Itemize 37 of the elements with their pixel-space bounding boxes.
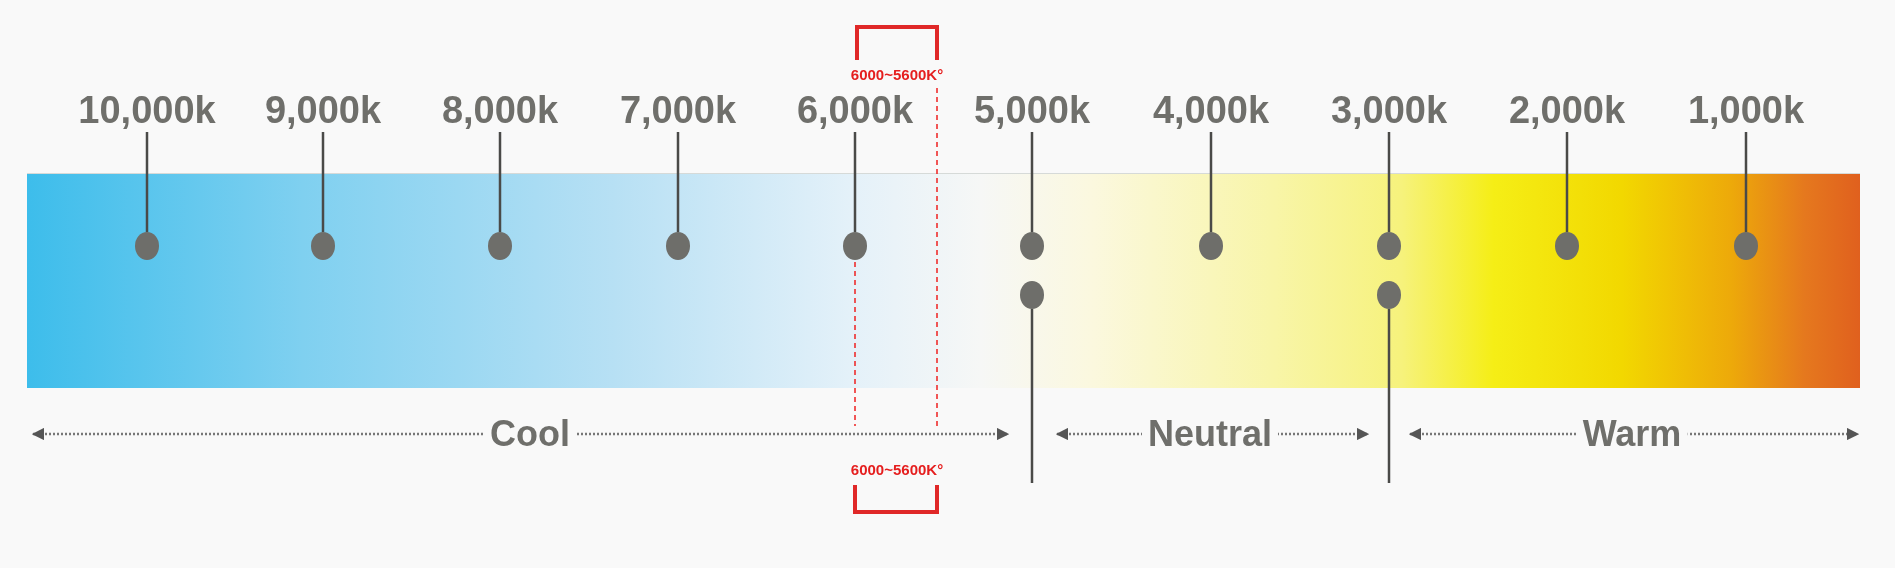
leader-line [1387, 309, 1391, 483]
leader-line [676, 132, 680, 232]
leader-line [1030, 132, 1034, 232]
dot-marker [1377, 232, 1401, 260]
leader-line [145, 132, 149, 232]
dot-marker [1377, 281, 1401, 309]
dot-marker [1020, 281, 1044, 309]
temperature-label: 2,000k [1508, 90, 1626, 130]
dot-marker [1199, 232, 1223, 260]
dot-marker [311, 232, 335, 260]
dot-marker [1020, 232, 1044, 260]
leader-line [1744, 132, 1748, 232]
temperature-label: 1,000k [1687, 90, 1805, 130]
temperature-label: 10,000k [78, 90, 216, 130]
leader-line [1387, 132, 1391, 232]
temperature-label: 4,000k [1152, 90, 1270, 130]
leader-line [498, 132, 502, 232]
leader-line [1565, 132, 1569, 232]
dot-marker [1555, 232, 1579, 260]
leader-line [1030, 309, 1034, 483]
temperature-label: 9,000k [264, 90, 382, 130]
temperature-label: 8,000k [441, 90, 559, 130]
dot-marker [488, 232, 512, 260]
dot-marker [135, 232, 159, 260]
range-label: 6000~5600K° [850, 66, 944, 84]
temperature-label: 5,000k [973, 90, 1091, 130]
dot-marker [843, 232, 867, 260]
dot-marker [1734, 232, 1758, 260]
leader-line [321, 132, 325, 232]
dot-marker [666, 232, 690, 260]
range-label: 6000~5600K° [850, 461, 944, 479]
color-temperature-bar [27, 173, 1860, 388]
temperature-label: 6,000k [796, 90, 914, 130]
temperature-label: 7,000k [619, 90, 737, 130]
leader-line [1209, 132, 1213, 232]
leader-line [853, 132, 857, 232]
temperature-label: 3,000k [1330, 90, 1448, 130]
